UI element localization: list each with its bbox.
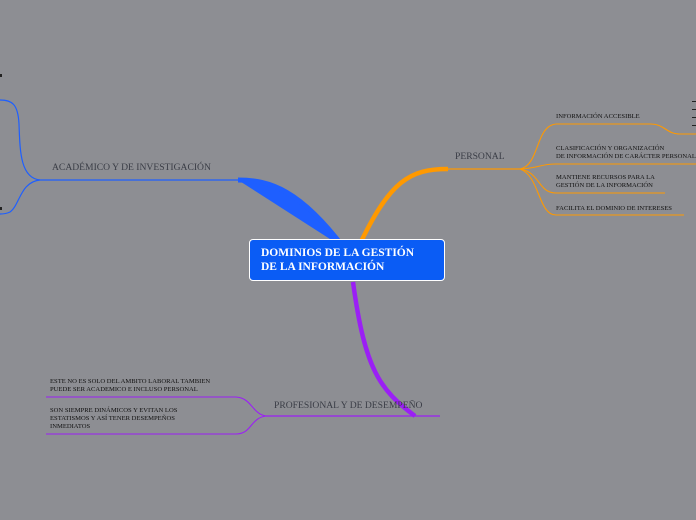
personal-item-3-connector — [519, 168, 665, 194]
node-text-line: DE INFORMACIÓN DE CARÁCTER PERSONAL — [556, 153, 696, 160]
professional-branch-connector — [350, 281, 417, 418]
personal-item-classification[interactable]: CLASIFICACIÓN Y ORGANIZACIÓN DE INFORMAC… — [556, 145, 696, 161]
personal-item-4-connector — [519, 168, 684, 216]
central-topic-line: DOMINIOS DE LA GESTIÓN — [261, 247, 415, 259]
personal-item-2-connector — [519, 163, 696, 170]
personal-item-accessible-info[interactable]: INFORMACIÓN ACCESIBLE — [556, 113, 640, 121]
node-text-line: FACILITA EL DOMINIO DE INTERESES — [556, 205, 672, 212]
node-text-line: GESTIÓN DE LA INFORMACIÓN — [556, 182, 653, 189]
academic-branch-label[interactable]: ACADÉMICO Y DE INVESTIGACIÓN — [52, 162, 211, 173]
personal-item-resources[interactable]: MANTIENE RECURSOS PARA LA GESTIÓN DE LA … — [556, 174, 655, 190]
node-text-line: INMEDIATOS — [50, 423, 91, 430]
node-text-line: INFORMACIÓN ACCESIBLE — [556, 113, 640, 120]
personal-item-1-connector — [519, 123, 650, 170]
offscreen-fragment-mark — [0, 74, 2, 77]
professional-item-dynamic[interactable]: SON SIEMPRE DINÁMICOS Y EVITAN LOS ESTAT… — [50, 407, 177, 431]
professional-item-scope[interactable]: ESTE NO ES SOLO DEL AMBITO LABORAL TAMBI… — [50, 378, 210, 394]
node-text-line: ESTE NO ES SOLO DEL AMBITO LABORAL TAMBI… — [50, 378, 211, 385]
node-text-line: SON SIEMPRE DINÁMICOS Y EVITAN LOS — [50, 407, 178, 414]
node-text-line: CLASIFICACIÓN Y ORGANIZACIÓN — [556, 145, 665, 152]
personal-branch-connector — [355, 166, 449, 249]
offscreen-fragment-mark — [692, 101, 696, 131]
professional-branch-label[interactable]: PROFESIONAL Y DE DESEMPEÑO — [274, 400, 423, 411]
academic-subbranch-lower-connector — [0, 179, 41, 215]
academic-subbranch-upper-connector — [0, 99, 41, 181]
professional-item-2-connector — [46, 415, 267, 435]
central-topic[interactable]: DOMINIOS DE LA GESTIÓN DE LA INFORMACIÓN — [249, 239, 445, 281]
personal-branch-label[interactable]: PERSONAL — [455, 151, 505, 162]
personal-item-interests[interactable]: FACILITA EL DOMINIO DE INTERESES — [556, 205, 672, 213]
central-topic-line: DE LA INFORMACIÓN — [261, 260, 385, 273]
node-text-line: MANTIENE RECURSOS PARA LA — [556, 174, 655, 181]
professional-item-1-connector — [46, 396, 267, 417]
node-text-line: ESTATISMOS Y ASÍ TENER DESEMPEÑOS — [50, 415, 175, 422]
node-text-line: PUEDE SER ACADEMICO E INCLUSO PERSONAL — [50, 386, 198, 393]
offscreen-fragment-mark — [0, 207, 2, 210]
academic-branch-connector — [237, 177, 346, 250]
personal-item-1-sub-connector — [649, 123, 696, 135]
